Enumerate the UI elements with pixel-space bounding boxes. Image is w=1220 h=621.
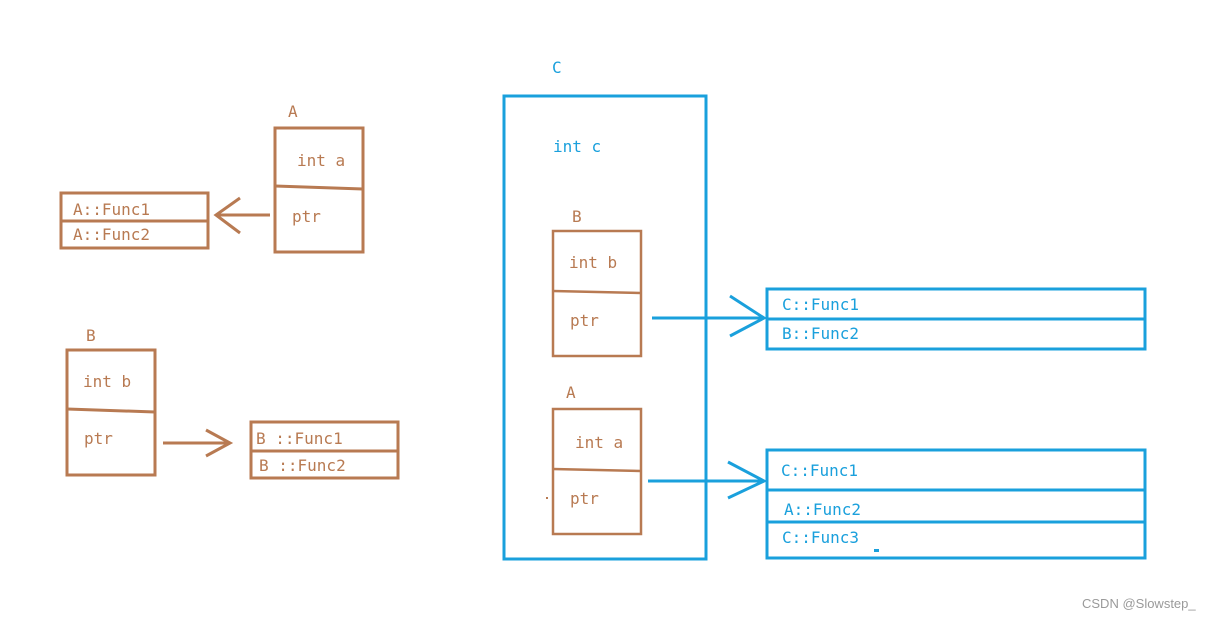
- left-a-member: int a: [297, 151, 346, 170]
- c-vtable-b-entry: C::Func1: [782, 295, 860, 314]
- left-b-ptr: ptr: [84, 429, 113, 448]
- c-sub-a-name: A: [566, 383, 576, 402]
- left-a-object-box: [273, 126, 365, 254]
- left-a-vtable-entry: A::Func2: [73, 225, 151, 244]
- c-sub-a-box: [551, 407, 643, 536]
- c-vtable-a-entry: A::Func2: [784, 500, 862, 519]
- left-b-object-box: [65, 348, 157, 477]
- left-b-divider: [66, 407, 156, 414]
- c-vtable-b-entry: B::Func2: [782, 324, 860, 343]
- c-sub-b-divider: [552, 289, 642, 295]
- left-a-name: A: [288, 102, 298, 121]
- c-sub-a-divider: [552, 467, 642, 473]
- left-a-arrow-head: [213, 196, 241, 235]
- blue-dot-mark: [874, 549, 879, 552]
- class-c-member: int c: [553, 137, 602, 156]
- left-a-ptr: ptr: [292, 207, 321, 226]
- brown-dot-mark: [546, 497, 548, 499]
- c-sub-a-ptr: ptr: [570, 489, 599, 508]
- class-c-name: C: [552, 58, 562, 77]
- left-a-vtable-entry: A::Func1: [73, 200, 151, 219]
- left-b-vtable-entry: B ::Func1: [256, 429, 343, 448]
- left-b-vtable-entry: B ::Func2: [259, 456, 346, 475]
- class-c-object-box: [502, 94, 708, 561]
- c-sub-b-ptr: ptr: [570, 311, 599, 330]
- c-vtable-a-entry: C::Func3: [782, 528, 860, 547]
- c-sub-b-arrow-head: [729, 294, 767, 338]
- c-vtable-a-entry: C::Func1: [781, 461, 859, 480]
- c-sub-a-arrow-head: [727, 460, 768, 500]
- c-sub-b-name: B: [572, 207, 582, 226]
- c-sub-b-member: int b: [569, 253, 618, 272]
- c-sub-b-box: [551, 229, 643, 358]
- left-b-name: B: [86, 326, 96, 345]
- c-sub-a-member: int a: [575, 433, 624, 452]
- c-vtable-a-box: [765, 448, 1147, 560]
- left-b-member: int b: [83, 372, 132, 391]
- left-a-divider: [274, 184, 364, 191]
- left-b-arrow-head: [205, 428, 234, 458]
- watermark: CSDN @Slowstep_: [1082, 596, 1196, 611]
